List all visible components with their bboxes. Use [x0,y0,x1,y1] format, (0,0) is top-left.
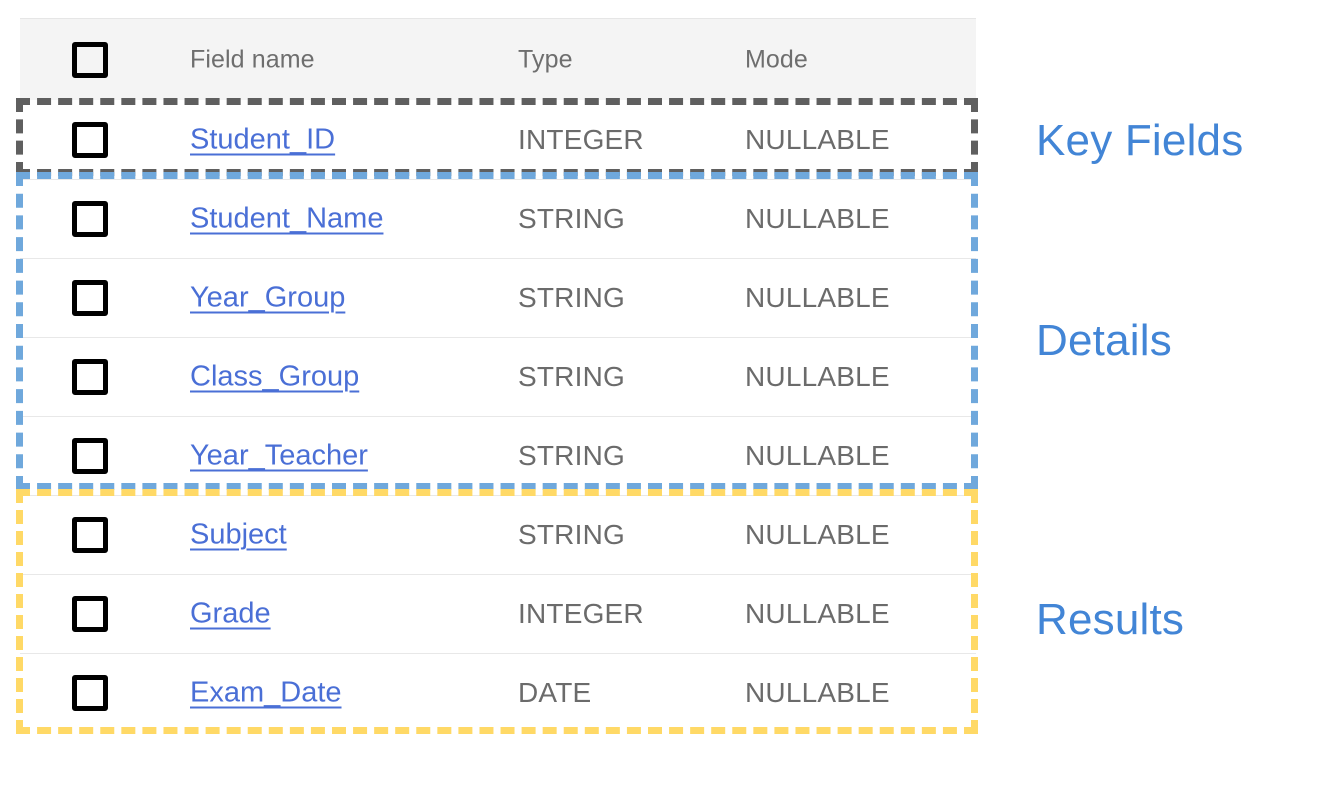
field-mode-value: NULLABLE [745,440,890,471]
field-name-link[interactable]: Exam_Date [190,676,342,709]
table-row[interactable]: Student_ID INTEGER NULLABLE [20,100,976,179]
field-name-link[interactable]: Student_Name [190,202,384,235]
annotation-label-key-fields: Key Fields [1036,116,1244,165]
field-name-link[interactable]: Class_Group [190,360,360,393]
field-type-value: INTEGER [518,598,644,629]
row-checkbox-cell [72,675,108,711]
row-checkbox-cell [72,438,108,474]
row-checkbox-cell [72,359,108,395]
field-name-link[interactable]: Subject [190,518,287,551]
field-mode-value: NULLABLE [745,282,890,313]
select-all-checkbox-cell [72,41,108,78]
field-type-value: STRING [518,282,625,313]
row-checkbox-cell [72,517,108,553]
table-row[interactable]: Year_Teacher STRING NULLABLE [20,416,976,495]
field-mode-value: NULLABLE [745,519,890,550]
field-type-value: STRING [518,361,625,392]
field-name-link[interactable]: Year_Teacher [190,439,368,472]
field-type-value: STRING [518,519,625,550]
column-header-mode[interactable]: Mode [745,45,808,73]
table-row[interactable]: Class_Group STRING NULLABLE [20,337,976,416]
table-row[interactable]: Student_Name STRING NULLABLE [20,179,976,258]
schema-field-table: Field name Type Mode Student_ID INTEGER … [20,18,976,737]
field-type-value: STRING [518,203,625,234]
row-checkbox[interactable] [72,517,108,553]
field-mode-value: NULLABLE [745,361,890,392]
row-checkbox[interactable] [72,121,108,158]
row-checkbox[interactable] [72,201,108,237]
field-mode-value: NULLABLE [745,598,890,629]
row-checkbox-cell [72,121,108,158]
field-name-link[interactable]: Year_Group [190,281,346,314]
field-type-value: INTEGER [518,123,644,155]
column-header-type[interactable]: Type [518,45,573,73]
row-checkbox[interactable] [72,280,108,316]
row-checkbox-cell [72,596,108,632]
table-header-row: Field name Type Mode [20,18,976,100]
row-checkbox-cell [72,280,108,316]
field-mode-value: NULLABLE [745,203,890,234]
table-row[interactable]: Subject STRING NULLABLE [20,495,976,574]
row-checkbox[interactable] [72,596,108,632]
field-type-value: STRING [518,440,625,471]
field-name-link[interactable]: Grade [190,597,271,630]
annotation-label-results: Results [1036,595,1185,644]
select-all-checkbox[interactable] [72,41,108,78]
field-mode-value: NULLABLE [745,123,890,155]
field-name-link[interactable]: Student_ID [190,123,336,155]
field-mode-value: NULLABLE [745,677,890,708]
annotation-label-details: Details [1036,316,1172,365]
table-row[interactable]: Exam_Date DATE NULLABLE [20,653,976,732]
row-checkbox[interactable] [72,675,108,711]
field-type-value: DATE [518,677,592,708]
table-row[interactable]: Grade INTEGER NULLABLE [20,574,976,653]
table-row[interactable]: Year_Group STRING NULLABLE [20,258,976,337]
row-checkbox[interactable] [72,438,108,474]
column-header-field-name[interactable]: Field name [190,45,315,73]
row-checkbox-cell [72,201,108,237]
row-checkbox[interactable] [72,359,108,395]
